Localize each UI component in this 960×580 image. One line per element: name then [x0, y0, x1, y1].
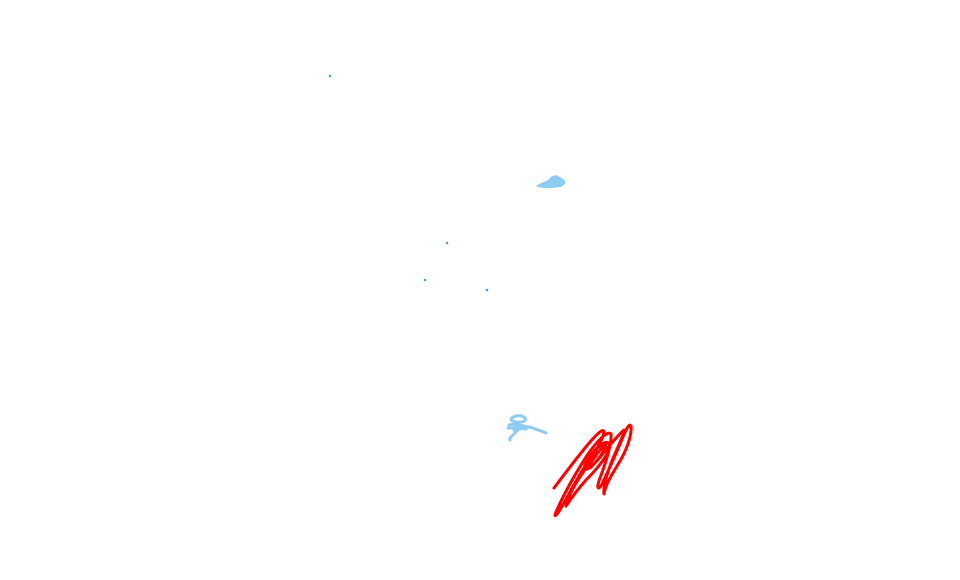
- point-feature[interactable]: [328, 74, 332, 78]
- lake-feature-upper[interactable]: [535, 175, 566, 189]
- highlighted-track[interactable]: [552, 423, 633, 518]
- lake-feature-lower[interactable]: [506, 414, 548, 442]
- point-feature[interactable]: [485, 288, 489, 292]
- point-feature[interactable]: [445, 241, 449, 245]
- point-feature[interactable]: [423, 278, 427, 282]
